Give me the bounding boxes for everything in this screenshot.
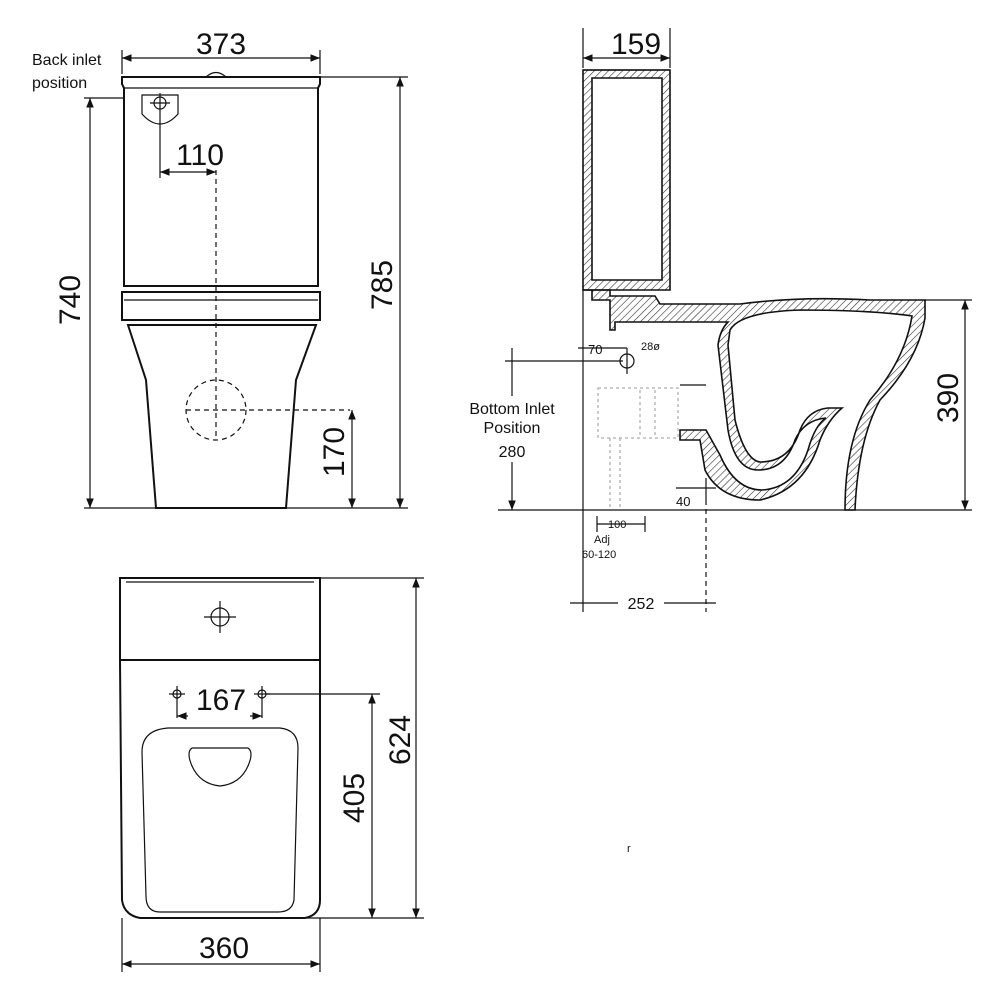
back-inlet-label-1: Back inlet — [32, 52, 102, 69]
dim-outlet-40: 40 — [676, 494, 690, 509]
dim-height-785: 785 — [366, 260, 399, 310]
dim-width-373: 373 — [196, 28, 246, 61]
flush-button — [205, 71, 227, 78]
dim-bowl-390: 390 — [932, 373, 965, 423]
dim-inlet-dia: 28ø — [641, 341, 660, 353]
bottom-inlet-label-bg — [455, 396, 570, 462]
dim-fixing-167: 167 — [196, 684, 246, 717]
side-pan-section — [583, 289, 926, 511]
dim-tank-depth-159: 159 — [611, 28, 661, 61]
dim-setout-252: 252 — [628, 596, 655, 613]
plan-view: 167 624 405 360 r — [118, 577, 631, 972]
front-seat-band — [121, 291, 321, 321]
back-inlet-symbol — [141, 93, 179, 125]
dim-height-740: 740 — [54, 275, 87, 325]
plan-fixing-left — [169, 686, 185, 718]
dim-depth-624: 624 — [384, 715, 417, 765]
side-tank-section — [582, 69, 671, 291]
dim-inlet-70: 70 — [588, 342, 602, 357]
bottom-inlet-hidden-valve — [597, 387, 679, 510]
side-view: 159 70 28ø Bottom Inlet Position 280 390… — [455, 28, 972, 613]
bottom-inlet-label-1: Bottom Inlet — [469, 401, 555, 418]
bottom-inlet-label-2: Position — [484, 420, 541, 437]
plan-seat — [141, 727, 299, 913]
plan-fixing-right — [254, 686, 270, 718]
dim-fixing-405: 405 — [338, 773, 371, 823]
dim-inlet-offset-110: 110 — [176, 139, 224, 172]
back-inlet-label-2: position — [32, 75, 87, 92]
front-pedestal — [126, 324, 318, 509]
dim-width-360: 360 — [199, 932, 249, 965]
bottom-inlet-280: 280 — [499, 444, 526, 461]
dim-outlet-170: 170 — [318, 427, 351, 477]
dim-adj-100: 100 — [608, 519, 626, 531]
front-tank-outline — [121, 76, 321, 287]
dim-adj-range: 60-120 — [582, 549, 616, 561]
plan-seat-handle — [188, 747, 252, 787]
dim-adj-label: Adj — [594, 534, 610, 546]
stray-mark: r — [627, 843, 631, 855]
front-view: 373 Back inlet position 110 740 785 170 — [32, 28, 408, 509]
